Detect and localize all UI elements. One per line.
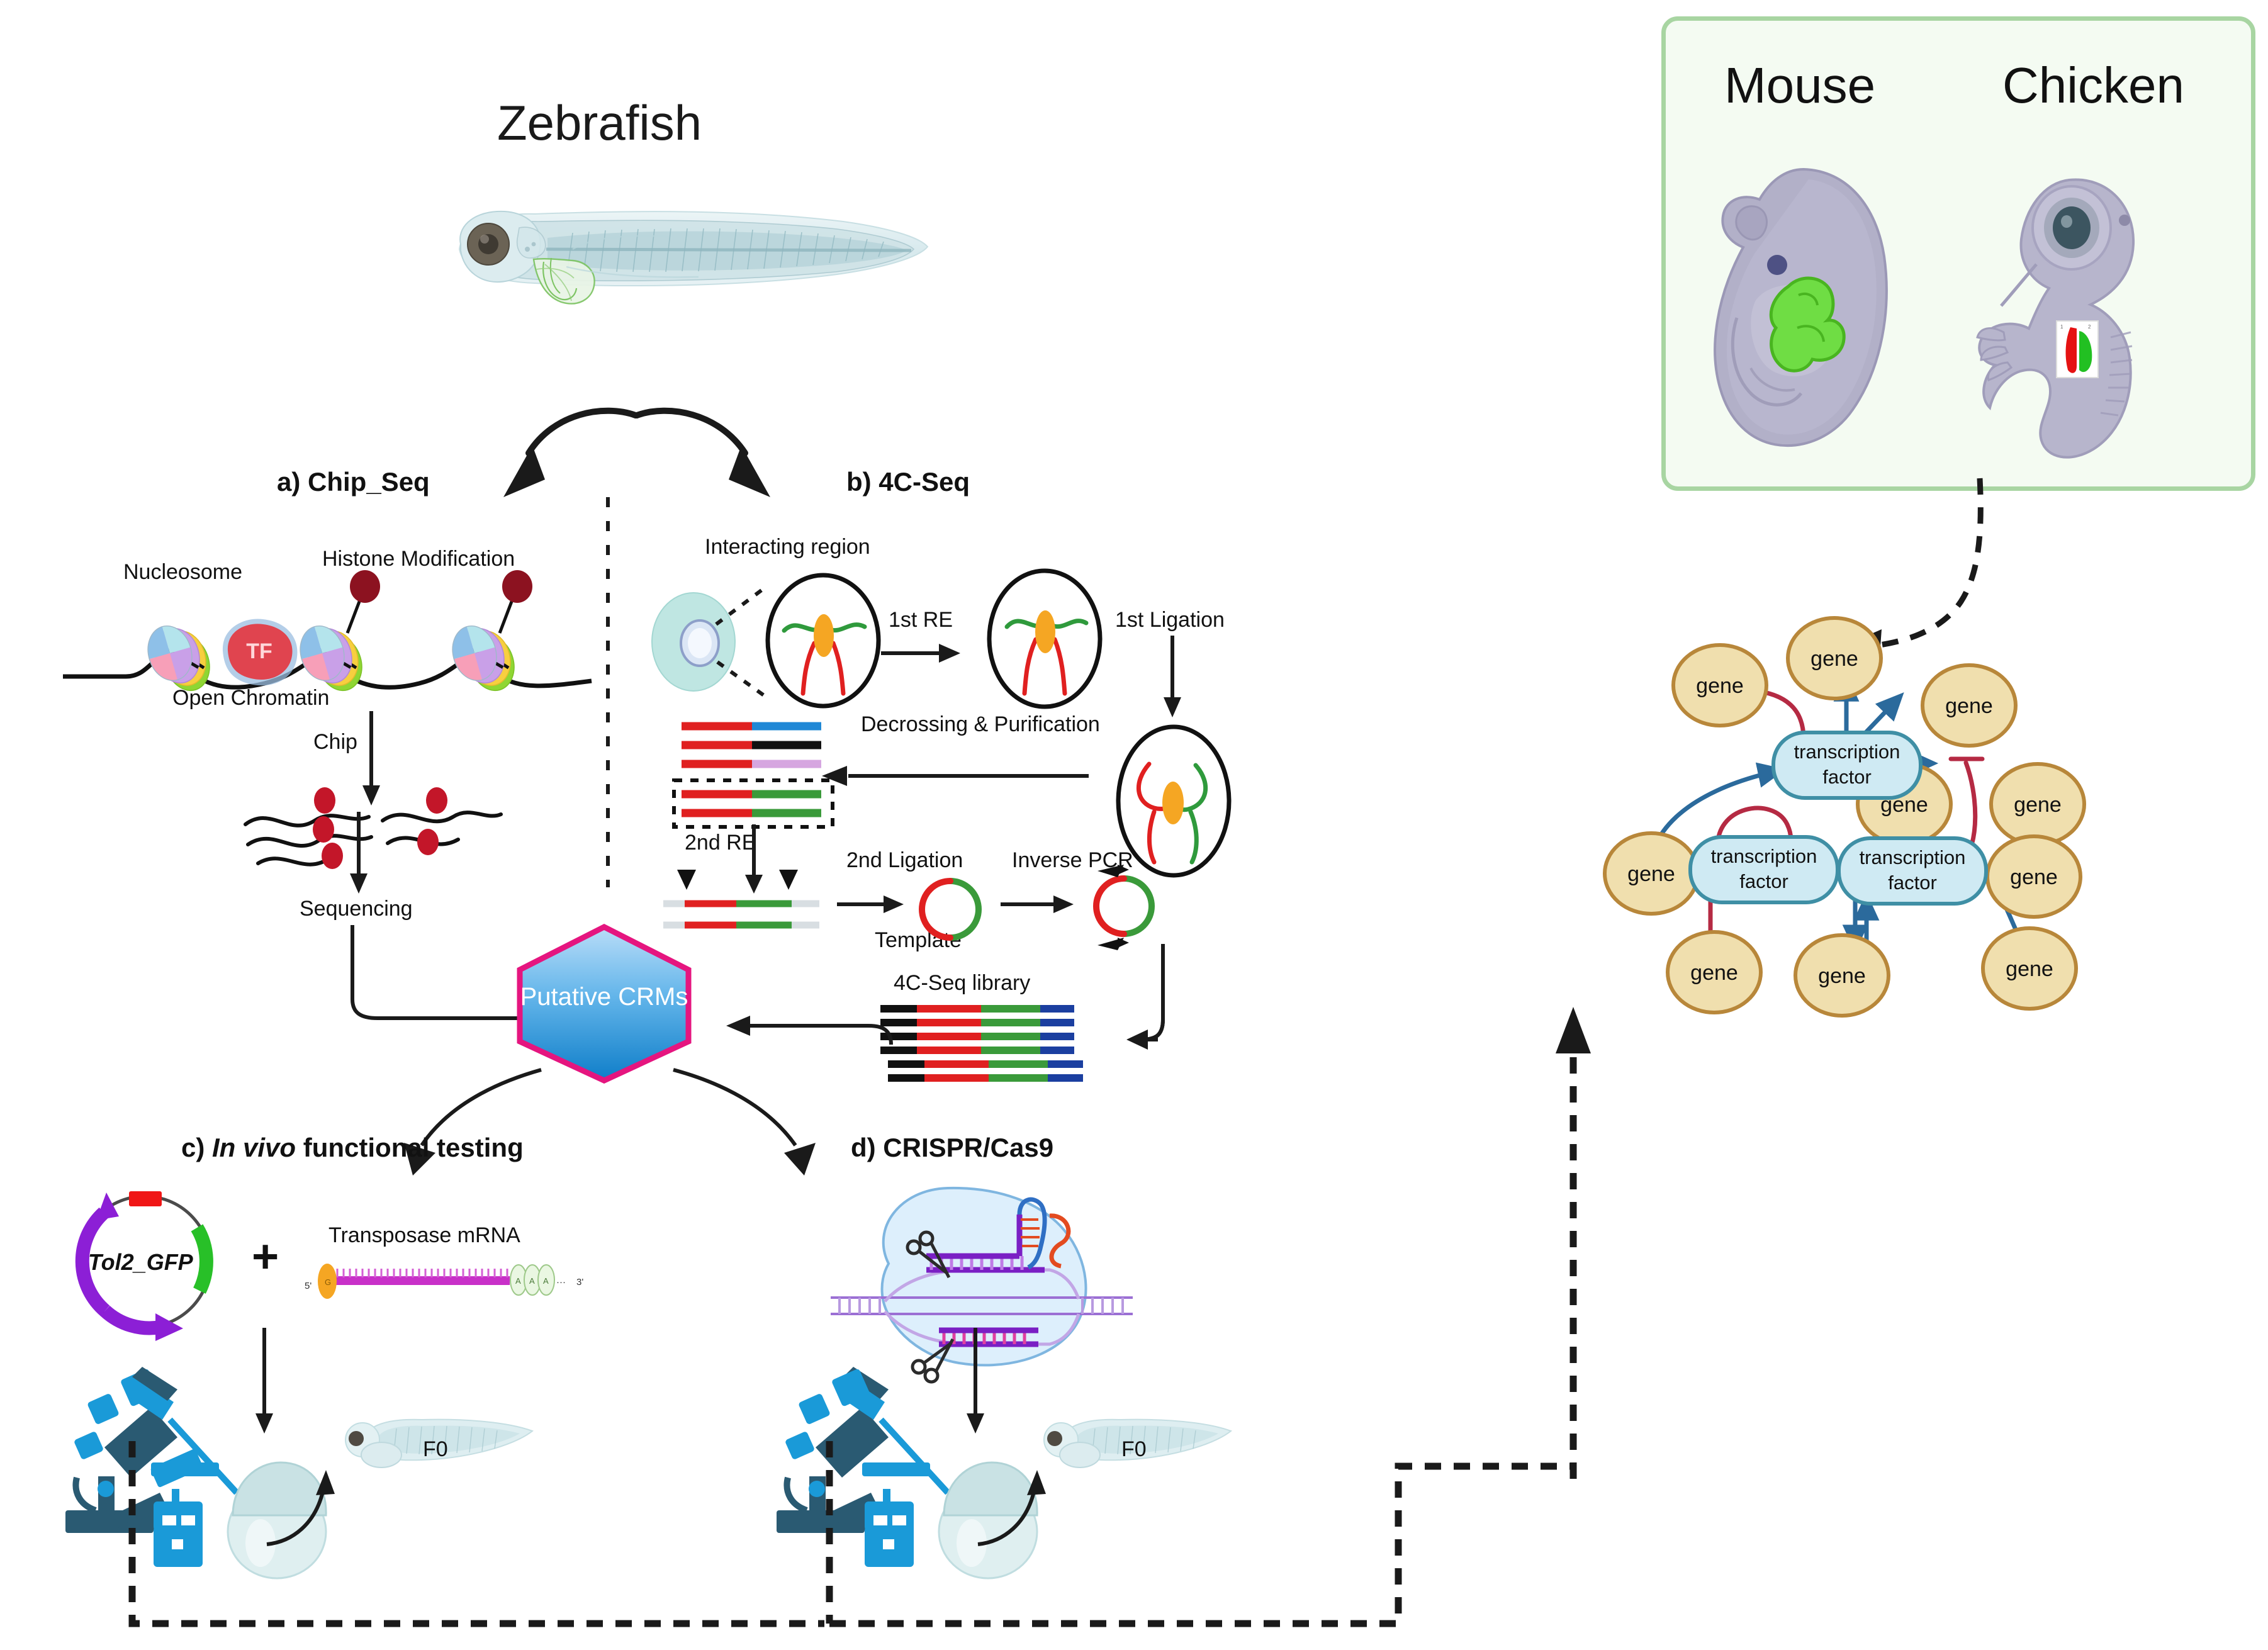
library-to-crms-arrow <box>726 1016 893 1045</box>
chicken-label: Chicken <box>2002 57 2185 113</box>
transcription-factor-group <box>1688 731 1988 906</box>
mouse-label: Mouse <box>1724 57 1876 113</box>
second-ligation-label: 2nd Ligation <box>846 848 963 872</box>
branching-arrow-to-panels <box>503 407 770 497</box>
panel-d-title: d) CRISPR/Cas9 <box>851 1133 1054 1162</box>
microinjection-setup-invivo <box>65 1367 327 1580</box>
pcr-product-circle <box>1093 865 1155 950</box>
sequencing-step-label: Sequencing <box>300 897 413 921</box>
transposase-mrna-illustration: 5' G A A A ··· 3' <box>305 1264 583 1299</box>
nucleus-after-ligation <box>1116 724 1232 878</box>
tf-badge-text: TF <box>246 639 272 663</box>
first-ligation-label: 1st Ligation <box>1115 608 1225 632</box>
panel-c-italic: In vivo <box>212 1133 296 1162</box>
first-re-label: 1st RE <box>889 608 953 632</box>
panel-a-title: a) Chip_Seq <box>277 467 430 497</box>
cell-nucleus-zoom <box>651 573 881 709</box>
gene-label-7: gene <box>2010 865 2058 889</box>
interacting-region-label: Interacting region <box>705 535 870 559</box>
template-circle <box>919 878 982 941</box>
inset-tick-right: 2 <box>2088 324 2091 330</box>
f0-label-crispr: F0 <box>1121 1437 1147 1461</box>
decrossing-arrow <box>822 766 1089 786</box>
gene-label-2: gene <box>1810 647 1858 671</box>
library-label: 4C-Seq library <box>894 971 1031 995</box>
panel-c-suffix: functional testing <box>296 1133 524 1162</box>
gene-label-8: gene <box>1690 961 1738 985</box>
decrossing-purification-label: Decrossing & Purification <box>861 712 1100 736</box>
f0-larva-crispr <box>1043 1418 1233 1468</box>
tf-label-1-line2: factor <box>1822 766 1872 788</box>
chromatin-diagram: TF <box>63 570 592 711</box>
fragmented-chromatin <box>244 787 503 869</box>
pcr-to-library-arrow <box>1126 944 1165 1050</box>
mrna-three-prime-label: 3' <box>576 1277 583 1288</box>
polyA-3: A <box>543 1276 549 1286</box>
cas9-complex-illustration <box>831 1186 1133 1384</box>
plasmid-label: Tol2_GFP <box>88 1249 193 1275</box>
panel-c-prefix: c) <box>181 1133 213 1162</box>
gene-label-3: gene <box>1945 694 1993 718</box>
mouse-embryo-illustration <box>1714 167 1888 447</box>
tf-label-2-line2: factor <box>1739 870 1788 892</box>
tol2-gfp-plasmid <box>75 1191 213 1341</box>
mrna-cap-label: G <box>325 1277 331 1287</box>
transposase-mrna-label: Transposase mRNA <box>328 1223 520 1247</box>
chicken-embryo-illustration: 1 2 <box>1976 178 2135 459</box>
library-fragments <box>880 1005 1083 1082</box>
tf-label-3-line2: factor <box>1888 872 1937 894</box>
gene-label-1: gene <box>1696 674 1744 698</box>
hexagon-label: Putative CRMs <box>520 983 688 1011</box>
tf-label-2-line1: transcription <box>1711 845 1817 867</box>
putative-crms-hexagon[interactable] <box>510 922 699 1086</box>
zebrafish-larva-illustration <box>458 210 929 305</box>
panel-b-title: b) 4C-Seq <box>846 467 970 497</box>
dna-fragments-group <box>672 722 834 829</box>
gene-regulatory-network: gene gene gene gene gene gene gene gene … <box>1603 616 2086 1018</box>
inverse-pcr-arrow <box>1001 895 1074 913</box>
gene-label-10: gene <box>2006 957 2053 981</box>
first-ligation-arrow <box>1164 636 1181 717</box>
panel-c-title: c) In vivo functional testing <box>181 1133 524 1163</box>
tf-label-1-line1: transcription <box>1794 741 1900 763</box>
polyA-2: A <box>529 1276 535 1286</box>
cut-dna-fragments <box>663 870 819 929</box>
chip-step-label: Chip <box>313 730 357 754</box>
nucleus-after-first-re <box>987 568 1103 709</box>
f0-label-invivo: F0 <box>423 1437 448 1461</box>
polyA-1: A <box>515 1276 521 1286</box>
tf-label-3-line1: transcription <box>1860 846 1966 868</box>
histone-modification-label: Histone Modification <box>322 547 515 571</box>
microinjection-setup-crispr <box>777 1367 1038 1580</box>
mrna-ellipsis: ··· <box>556 1277 566 1288</box>
feedback-to-network-arrow <box>1556 1007 1591 1479</box>
plus-sign: + <box>252 1230 279 1282</box>
gene-label-6: gene <box>1627 862 1675 886</box>
mrna-five-prime-label: 5' <box>305 1281 312 1291</box>
gene-label-5: gene <box>2014 793 2062 817</box>
second-re-label: 2nd RE <box>685 831 756 855</box>
gene-label-9: gene <box>1818 964 1866 988</box>
nucleosome-label: Nucleosome <box>123 560 242 584</box>
page-title: Zebrafish <box>497 95 702 150</box>
inset-tick-left: 1 <box>2060 324 2063 330</box>
open-chromatin-label: Open Chromatin <box>172 686 330 710</box>
panel-divider <box>606 497 610 887</box>
